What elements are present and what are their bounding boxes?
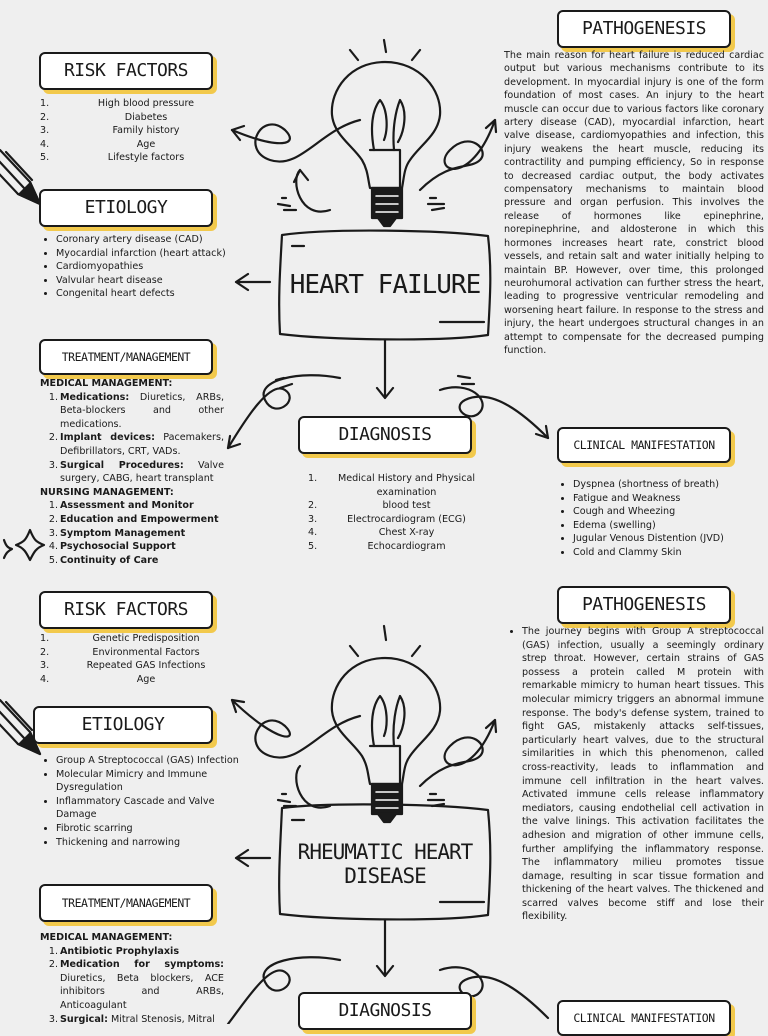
page-title: RHEUMATIC HEART DISEASE (297, 840, 474, 888)
risk-factors-list: 1.Genetic Predisposition 2.Environmental… (40, 632, 230, 686)
risk-factors-list: 1.High blood pressure 2.Diabetes 3.Famil… (40, 97, 230, 165)
list-item: Edema (swelling) (573, 519, 757, 533)
page-title: HEART FAILURE (289, 270, 482, 300)
list-item: 3.Electrocardiogram (ECG) (308, 513, 466, 525)
list-item: Molecular Mimicry and Immune Dysregulati… (56, 768, 240, 795)
list-item: Group A Streptococcal (GAS) Infection (56, 754, 240, 768)
list-item: 4.Age (40, 673, 156, 685)
curly-arrow (418, 718, 497, 788)
down-arrow (375, 338, 395, 400)
list-item: Coronary artery disease (CAD) (56, 233, 236, 247)
list-item: Jugular Venous Distention (JVD) (573, 532, 757, 546)
list-item: Myocardial infarction (heart attack) (56, 247, 236, 261)
list-item: The journey begins with Group A streptoc… (522, 625, 764, 924)
list-item: 3.Surgical: Mitral Stenosis, Mitral (48, 1013, 215, 1025)
list-item: 4.Psychosocial Support (48, 541, 176, 553)
left-arrow (234, 272, 272, 292)
list-item: 2.Medication for symptoms: Diuretics, Be… (48, 959, 224, 1011)
treatment-content: MEDICAL MANAGEMENT: 1.Medications: Diure… (40, 377, 224, 567)
medical-management-heading: MEDICAL MANAGEMENT: (40, 932, 173, 943)
risk-factors-label: RISK FACTORS (39, 52, 213, 90)
treatment-label: TREATMENT/MANAGEMENT (39, 884, 213, 922)
etiology-list: Group A Streptococcal (GAS) Infection Mo… (40, 754, 240, 849)
list-item: 2.blood test (308, 500, 431, 512)
pathogenesis-text: The main reason for heart failure is red… (504, 50, 764, 356)
list-item: Dyspnea (shortness of breath) (573, 478, 757, 492)
lightbulb-icon (330, 38, 442, 228)
list-item: 4.Age (40, 138, 156, 150)
list-item: Valvular heart disease (56, 274, 236, 288)
down-arrow (375, 918, 395, 978)
list-item: 1.Genetic Predisposition (40, 633, 200, 644)
curly-arrow (295, 168, 332, 213)
list-item: 3.Repeated GAS Infections (40, 660, 206, 672)
list-item: 2.Implant devices: Pacemakers, Defibrill… (48, 432, 224, 457)
curly-arrow (230, 118, 362, 163)
pencil-icon (0, 148, 42, 206)
list-item: 5.Echocardiogram (308, 540, 446, 552)
list-item: 2.Education and Empowerment (48, 513, 219, 525)
list-item: Fatigue and Weakness (573, 492, 757, 506)
list-item: Cardiomyopathies (56, 260, 236, 274)
clinical-manifestation-label: CLINICAL MANIFESTATION (557, 427, 731, 463)
list-item: 5.Lifestyle factors (40, 152, 185, 164)
list-item: 2.Diabetes (40, 111, 168, 123)
treatment-content: MEDICAL MANAGEMENT: 1.Antibiotic Prophyl… (40, 931, 224, 1026)
lightbulb-icon (330, 624, 442, 824)
curly-arrow (230, 698, 362, 759)
list-item: 2.Environmental Factors (40, 646, 200, 658)
treatment-label: TREATMENT/MANAGEMENT (39, 339, 213, 375)
diagnosis-list: 1.Medical History and Physical examinati… (308, 472, 483, 554)
list-item: 5.Continuity of Care (48, 554, 159, 566)
clinical-manifestation-list: Dyspnea (shortness of breath) Fatigue an… (557, 478, 757, 560)
list-item: Cold and Clammy Skin (573, 546, 757, 560)
etiology-label: ETIOLOGY (39, 189, 213, 227)
list-item: 3.Symptom Management (48, 527, 186, 539)
pathogenesis-label: PATHOGENESIS (557, 586, 731, 624)
curly-arrow (295, 764, 332, 809)
list-item: 1.Medical History and Physical examinati… (308, 473, 476, 498)
risk-factors-label: RISK FACTORS (39, 591, 213, 629)
list-item: 3.Family history (40, 125, 180, 137)
diagnosis-label: DIAGNOSIS (298, 416, 472, 454)
etiology-label: ETIOLOGY (33, 706, 213, 744)
list-item: Cough and Wheezing (573, 505, 757, 519)
list-item: 1.High blood pressure (40, 98, 195, 109)
list-item: 1.Antibiotic Prophylaxis (48, 945, 180, 957)
left-arrow (234, 848, 272, 868)
list-item: Congenital heart defects (56, 287, 236, 301)
list-item: 1.Assessment and Monitor (48, 500, 194, 512)
list-item: Inflammatory Cascade and Valve Damage (56, 795, 240, 822)
list-item: Thickening and narrowing (56, 836, 240, 850)
medical-management-heading: MEDICAL MANAGEMENT: (40, 378, 173, 389)
clinical-manifestation-label: CLINICAL MANIFESTATION (557, 1000, 731, 1036)
list-item: 1.Medications: Diuretics, ARBs, Beta-blo… (48, 391, 224, 430)
sparkle-icon (2, 538, 14, 560)
pathogenesis-label: PATHOGENESIS (557, 10, 731, 48)
nursing-management-heading: NURSING MANAGEMENT: (40, 486, 174, 498)
diagnosis-label: DIAGNOSIS (298, 992, 472, 1030)
curly-arrow (418, 118, 497, 192)
list-item: Fibrotic scarring (56, 822, 240, 836)
list-item: 3.Surgical Procedures: Valve surgery, CA… (48, 459, 224, 485)
pathogenesis-text: The journey begins with Group A streptoc… (506, 625, 764, 924)
list-item: 4.Chest X-ray (308, 527, 435, 539)
etiology-list: Coronary artery disease (CAD) Myocardial… (40, 233, 236, 301)
